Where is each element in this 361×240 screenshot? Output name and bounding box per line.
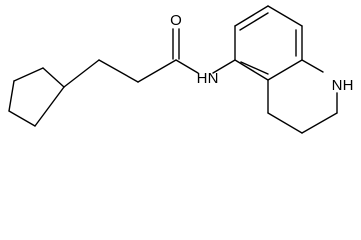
- bond-cyclopentyl-5: [34, 86, 65, 127]
- bond-cyclopentyl-3: [8, 80, 15, 112]
- bond-aromatic-5: [267, 59, 303, 81]
- bond-n-aryl: [212, 59, 236, 74]
- bond-aromatic-3: [267, 5, 303, 27]
- ring-nitrogen-label: N: [332, 77, 343, 94]
- amide-hydrogen-label: H: [197, 70, 208, 87]
- bond-aromatic-inner-3: [240, 61, 269, 75]
- bond-aromatic-2: [234, 5, 269, 27]
- bond-ring-cc-2: [267, 112, 303, 134]
- bond-chain-1: [63, 59, 100, 88]
- ring-hydrogen-label: H: [343, 77, 354, 94]
- bond-aromatic-inner-1: [239, 12, 269, 31]
- bond-chain-2: [98, 59, 139, 83]
- bond-aromatic-6: [234, 59, 269, 81]
- bond-ring-cn: [301, 59, 324, 73]
- carbonyl-oxygen-label: O: [170, 12, 182, 29]
- molecule-structure: O N H N H: [8, 5, 353, 134]
- bond-chain-3: [137, 59, 177, 83]
- atom-labels: O N H N H: [170, 12, 353, 94]
- bond-cyclopentyl-2: [13, 67, 44, 82]
- amide-nitrogen-label: N: [208, 70, 219, 87]
- bond-amide-cn: [175, 59, 199, 74]
- bond-cyclopentyl-4: [8, 110, 36, 127]
- bond-skeleton: [8, 5, 338, 134]
- bond-ring-cc-1: [301, 112, 338, 134]
- bond-cyclopentyl-1: [42, 67, 65, 88]
